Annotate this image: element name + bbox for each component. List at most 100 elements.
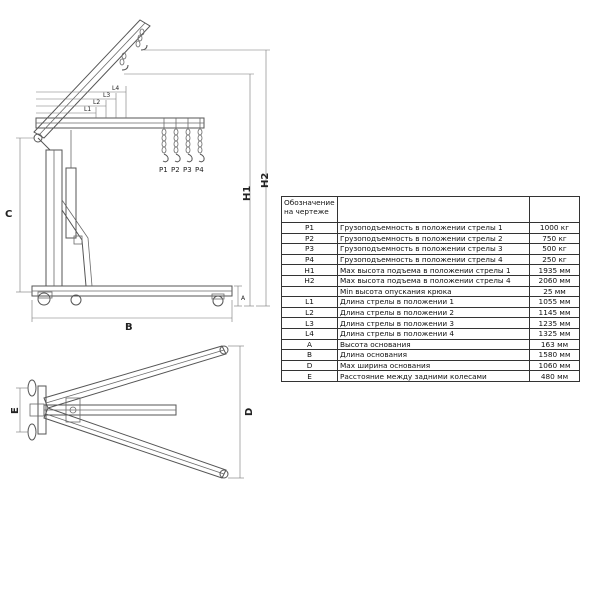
label-c: C: [5, 209, 12, 220]
spec-value: 2060 мм: [529, 274, 580, 287]
spec-value: 1580 мм: [529, 349, 580, 361]
top-view: E D: [10, 345, 255, 479]
front-wheel-icon: [212, 295, 224, 307]
front-caster: [211, 293, 225, 300]
spec-designation: A: [281, 338, 338, 351]
label-p4: P4: [195, 166, 204, 174]
raised-boom: [33, 19, 151, 139]
hook-p1: [161, 118, 169, 163]
spec-description: Max высота подъема в положении стрелы 1: [337, 264, 530, 276]
rear-crossbar: [37, 385, 47, 435]
spec-designation: D: [281, 359, 338, 372]
boom-link: [37, 137, 51, 151]
header-designation: Обозначение на чертеже: [281, 196, 338, 223]
raised-hook-2-icon: [121, 64, 129, 71]
label-d: D: [244, 408, 255, 416]
front-wheel-top-icon: [219, 345, 229, 355]
hook-p3: [185, 118, 193, 163]
label-a: A: [241, 295, 246, 302]
spec-value: 1055 мм: [529, 296, 580, 308]
label-p1: P1: [159, 166, 168, 174]
mast-pivot-icon: [69, 406, 77, 414]
spec-designation: B: [281, 349, 338, 361]
label-p2: P2: [171, 166, 180, 174]
spec-designation: P3: [281, 243, 338, 255]
lower-leg: [43, 407, 227, 479]
spec-value: 1935 мм: [529, 264, 580, 276]
spec-designation: H1: [281, 264, 338, 276]
spec-description: Длина основания: [337, 349, 530, 361]
hook-p4: [197, 118, 205, 163]
rear-wheel-left-icon: [27, 379, 37, 397]
rear-caster: [37, 291, 53, 299]
raised-boom-chain: [119, 28, 148, 71]
spec-description: Грузоподъемность в положении стрелы 4: [337, 253, 530, 266]
hook-positions: [161, 118, 205, 163]
spec-designation: [281, 285, 338, 298]
spec-value: 1235 мм: [529, 317, 580, 329]
spec-designation: P4: [281, 253, 338, 266]
spec-value: 500 кг: [529, 243, 580, 255]
raised-boom-centerline: [38, 22, 146, 136]
lower-leg-centerline: [45, 413, 225, 475]
spec-designation: L2: [281, 306, 338, 319]
spec-header-row: Обозначение на чертеже: [281, 196, 580, 223]
spec-designation: L1: [281, 296, 338, 308]
spec-value: 1325 мм: [529, 327, 580, 340]
label-h1: H1: [242, 186, 253, 201]
mast-base: [65, 397, 81, 423]
spec-value: 250 кг: [529, 253, 580, 266]
spec-description: Грузоподъемность в положении стрелы 2: [337, 232, 530, 245]
label-p3: P3: [183, 166, 192, 174]
spec-value: 163 мм: [529, 338, 580, 351]
spec-description: Грузоподъемность в положении стрелы 1: [337, 222, 530, 234]
label-e: E: [10, 407, 21, 414]
spec-description: Min высота опускания крюка: [337, 285, 530, 298]
hook-p2: [173, 118, 181, 163]
spec-description: Высота основания: [337, 338, 530, 351]
spec-description: Max высота подъема в положении стрелы 4: [337, 274, 530, 287]
spec-designation: L4: [281, 327, 338, 340]
pump-handle-base: [73, 235, 83, 245]
spec-value: 750 кг: [529, 232, 580, 245]
spec-value: 1145 мм: [529, 306, 580, 319]
spec-description: Расстояние между задними колесами: [337, 370, 530, 382]
upper-leg: [43, 345, 227, 409]
hook-p4-icon: [198, 153, 205, 163]
spec-value: 480 мм: [529, 370, 580, 382]
spec-description: Max ширина основания: [337, 359, 530, 372]
spec-designation: P2: [281, 232, 338, 245]
front-wheel-bottom-icon: [219, 469, 229, 479]
label-l3: L3: [103, 92, 110, 99]
hydraulic-cylinder: [65, 167, 77, 239]
spec-description: Длина стрелы в положении 4: [337, 327, 530, 340]
hook-p2-icon: [174, 153, 181, 163]
hook-p3-icon: [186, 153, 193, 163]
spec-description: Длина стрелы в положении 1: [337, 296, 530, 308]
label-l1: L1: [84, 106, 91, 113]
label-b: B: [125, 322, 133, 333]
header-description: [337, 196, 530, 223]
spec-designation: H2: [281, 274, 338, 287]
spec-value: 25 мм: [529, 285, 580, 298]
label-l4: L4: [112, 85, 119, 92]
spec-value: 1000 кг: [529, 222, 580, 234]
spec-value: 1060 мм: [529, 359, 580, 372]
spec-description: Грузоподъемность в положении стрелы 3: [337, 243, 530, 255]
rear-wheel-right-icon: [27, 423, 37, 441]
middle-wheel-icon: [70, 294, 82, 306]
spec-description: Длина стрелы в положении 3: [337, 317, 530, 329]
